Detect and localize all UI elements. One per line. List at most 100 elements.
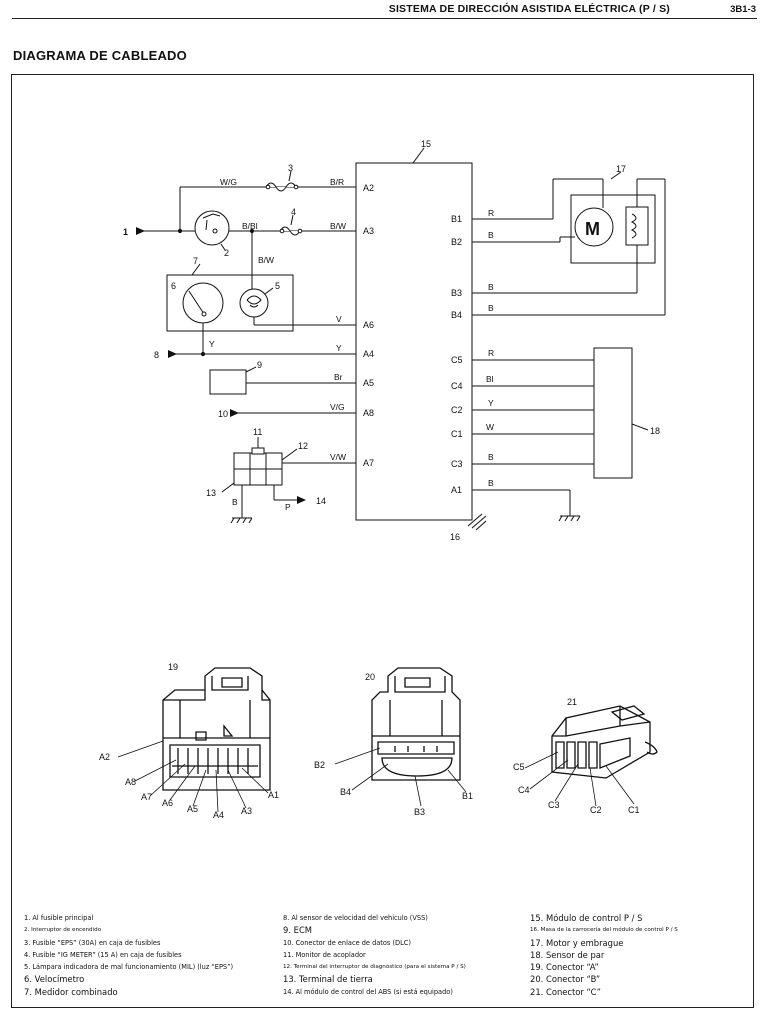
motor-letter: M (585, 219, 600, 239)
label-3: 3 (288, 163, 293, 173)
legend-item: 12. Terminal del interruptor de diagnóst… (283, 964, 466, 971)
label-10: 10 (218, 409, 228, 419)
wire-label-bl-c4: Bl (486, 374, 494, 384)
ground-symbol (558, 515, 581, 522)
legend-column-1: 1. Al fusible principal 2. Interruptor d… (24, 912, 233, 998)
ground-symbol (230, 517, 253, 524)
wire-label-p: P (285, 502, 291, 512)
wire-label-br-2: Br (334, 372, 343, 382)
connector-b-pin-b1: B1 (462, 791, 473, 801)
legend-item: 3. Fusible “EPS” (30A) en caja de fusibl… (24, 938, 161, 947)
mil-lamp-5 (239, 288, 269, 318)
label-6: 6 (171, 281, 176, 291)
leader-7 (191, 263, 201, 276)
legend-item: 13. Terminal de tierra (283, 974, 373, 985)
label-7: 7 (193, 256, 198, 266)
diagram-frame (11, 74, 754, 1008)
wire-label-r-b1: R (488, 208, 494, 218)
pin-a3: A3 (363, 226, 374, 236)
label-18: 18 (650, 426, 660, 436)
wire-label-b-a1: B (488, 478, 494, 488)
wire-label-b-b4: B (488, 303, 494, 313)
wire-label-bbl: B/Bl (242, 221, 258, 231)
leader-3 (288, 170, 292, 182)
wire-label-br: B/R (330, 177, 344, 187)
label-4: 4 (291, 207, 296, 217)
connector-a-pin-a3: A3 (241, 806, 252, 816)
mil-lamp-filament (246, 295, 262, 308)
pin-a4: A4 (363, 349, 374, 359)
connector-a-pin-a6: A6 (162, 798, 173, 808)
pin-b1: B1 (451, 214, 462, 224)
coupler-latch (251, 447, 265, 455)
page-header-title: SISTEMA DE DIRECCIÓN ASISTIDA ELÉCTRICA … (388, 3, 670, 15)
pin-a7: A7 (363, 458, 374, 468)
leader-5 (264, 287, 274, 295)
header-rule (12, 18, 757, 19)
ignition-switch-2 (194, 210, 230, 246)
pin-b2: B2 (451, 237, 462, 247)
fuse-3-terminal (265, 184, 271, 190)
label-13: 13 (206, 488, 216, 498)
pin-b4: B4 (451, 310, 462, 320)
legend-item: 16. Masa de la carrocería del módulo de … (530, 927, 678, 934)
connector-b-pin-b2: B2 (314, 760, 325, 770)
leader-13 (221, 482, 235, 493)
connector-c-pin-c3: C3 (548, 800, 560, 810)
ignition-switch-key (202, 213, 221, 231)
legend-item: 19. Conector “A” (530, 962, 599, 973)
wire-label-v: V (336, 314, 342, 324)
legend-item: 1. Al fusible principal (24, 914, 94, 922)
leader-18 (631, 423, 649, 431)
legend-item: 21. Conector “C” (530, 986, 601, 997)
wire-label-b-c3: B (488, 452, 494, 462)
connector-a-pin-a5: A5 (187, 804, 198, 814)
wire-label-vg: V/G (330, 402, 345, 412)
motor-symbol (574, 207, 614, 247)
legend-item: 2. Interruptor de encendido (24, 927, 102, 934)
connector-c-pin-c5: C5 (513, 762, 525, 772)
wire-label-y-left: Y (209, 339, 215, 349)
connector-a-pin-a7: A7 (141, 792, 152, 802)
speedometer-hub (201, 311, 207, 317)
pin-c5: C5 (451, 355, 463, 365)
wire-label-b-b2: B (488, 230, 494, 240)
pin-a5: A5 (363, 378, 374, 388)
label-17: 17 (616, 164, 626, 174)
connector-a-pin-a8: A8 (125, 777, 136, 787)
label-5: 5 (275, 281, 280, 291)
legend-item: 14. Al módulo de control del ABS (si est… (283, 987, 453, 996)
connector-b-pin-b4: B4 (340, 787, 351, 797)
pin-c3: C3 (451, 459, 463, 469)
label-19: 19 (168, 662, 178, 672)
label-20: 20 (365, 672, 375, 682)
connector-c-pin-c1: C1 (628, 805, 640, 815)
wire-label-y-c2: Y (488, 398, 494, 408)
pin-c2: C2 (451, 405, 463, 415)
wire-label-vw: V/W (330, 452, 346, 462)
fuse-3-symbol (265, 182, 297, 192)
legend-column-2: 8. Al sensor de velocidad del vehículo (… (283, 912, 466, 998)
connector-c-pin-c2: C2 (590, 805, 602, 815)
pin-c1: C1 (451, 429, 463, 439)
page-number: 3B1-3 (730, 4, 756, 15)
wire-label-w-c1: W (486, 422, 494, 432)
junction-dot (249, 228, 255, 234)
connector-a-pin-a2: A2 (99, 752, 110, 762)
wire-label-wg: W/G (220, 177, 237, 187)
legend-item: 6. Velocímetro (24, 974, 85, 985)
pin-a1: A1 (451, 485, 462, 495)
wire-label-bw: B/W (330, 221, 346, 231)
pin-a2: A2 (363, 183, 374, 193)
label-12: 12 (298, 441, 308, 451)
legend-item: 18. Sensor de par (530, 949, 605, 960)
legend-column-3: 15. Módulo de control P / S 16. Masa de … (530, 912, 678, 998)
pin-a6: A6 (363, 320, 374, 330)
legend-item: 7. Medidor combinado (24, 986, 118, 997)
label-14: 14 (316, 496, 326, 506)
leader-9 (245, 366, 257, 373)
legend-item: 5. Lámpara indicadora de mal funcionamie… (24, 963, 234, 972)
clutch-box (625, 206, 649, 246)
connector-b-pin-b3: B3 (414, 807, 425, 817)
